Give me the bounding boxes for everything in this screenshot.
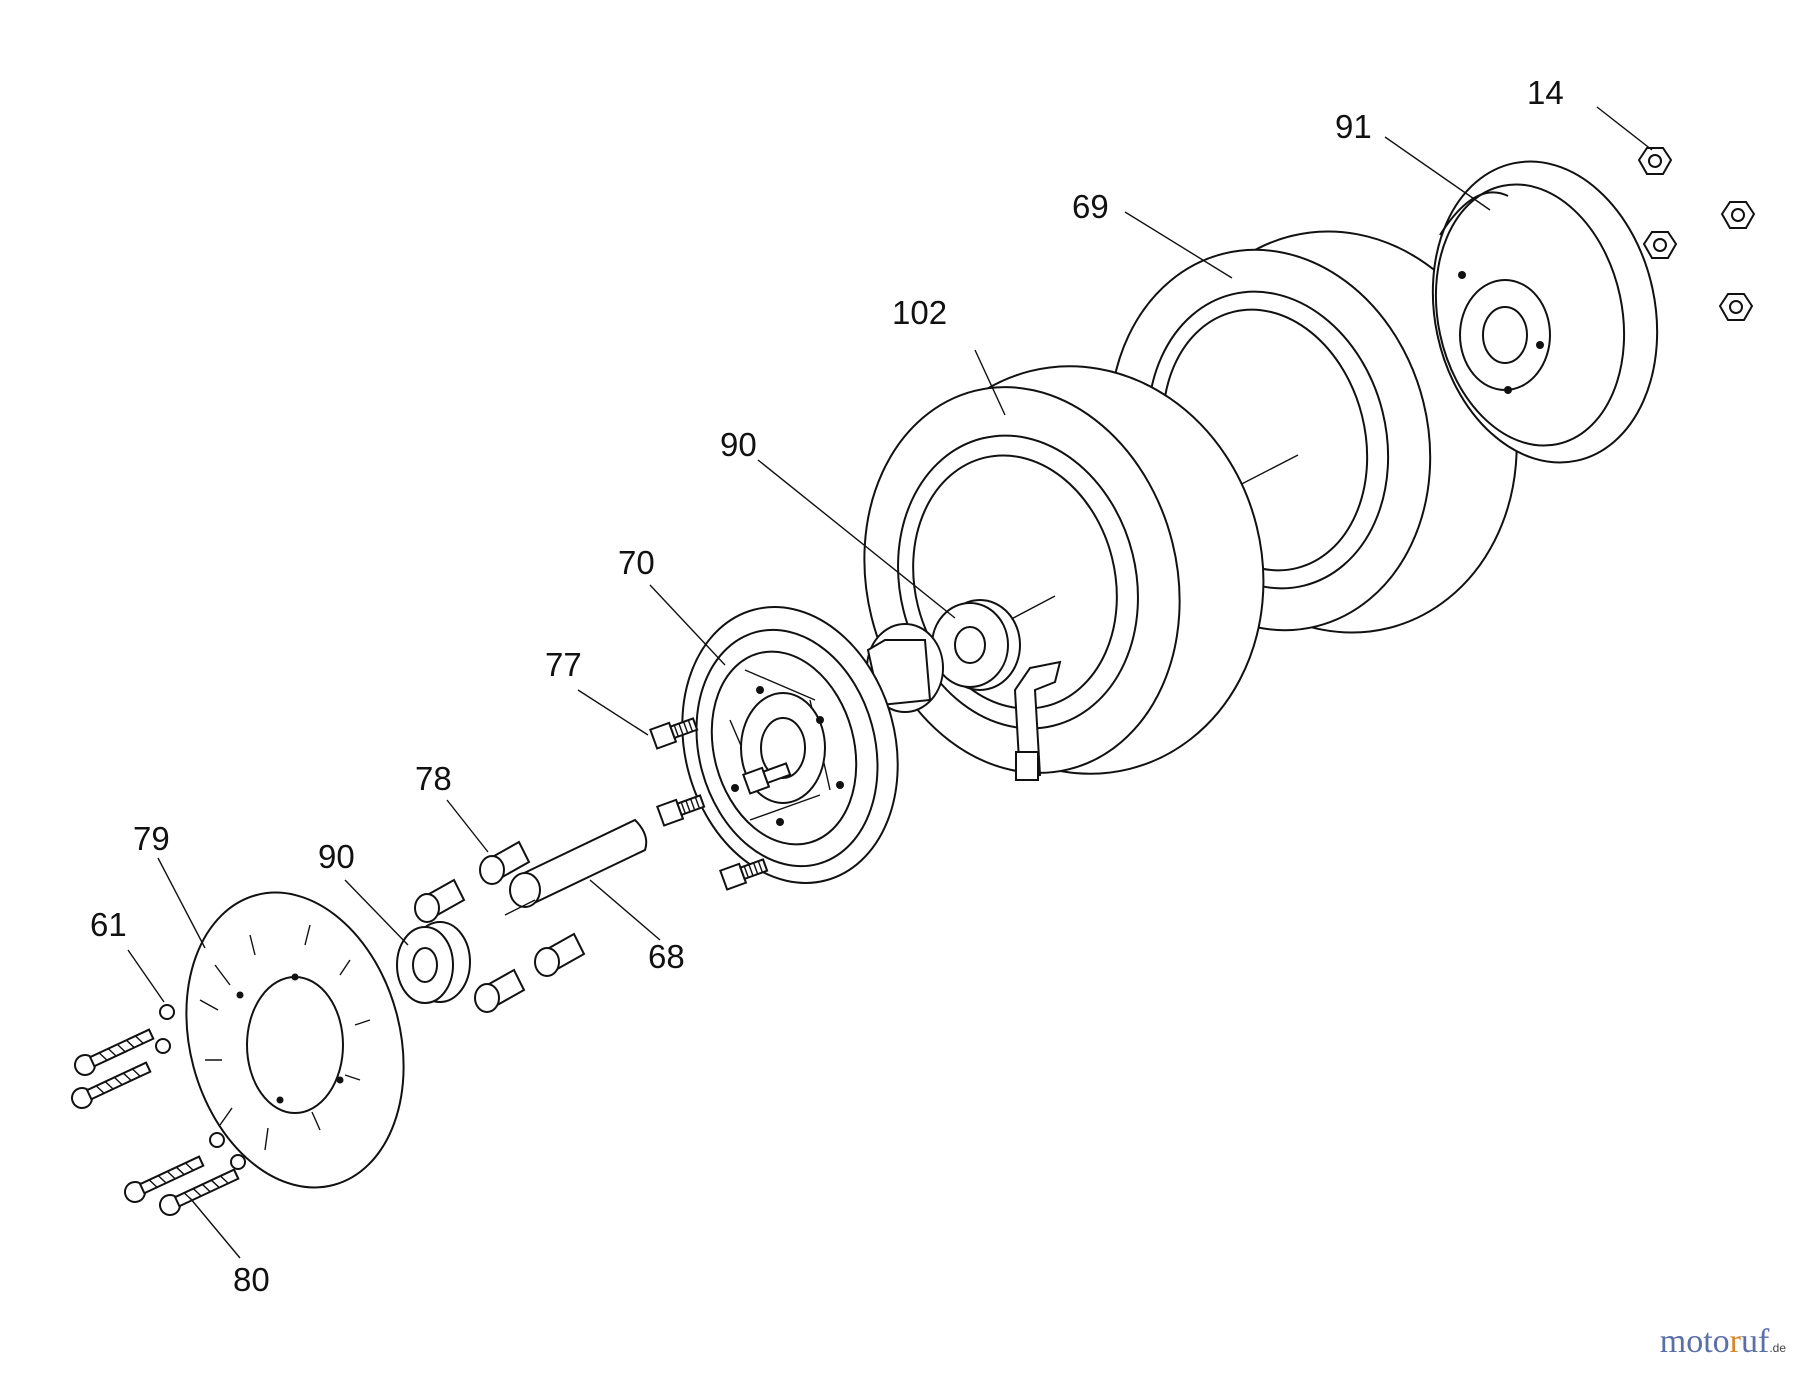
label-part-61: 61 — [90, 906, 127, 943]
part-90-bearing-upper — [931, 599, 1021, 691]
label-part-77: 77 — [545, 646, 582, 683]
label-part-90-upper: 90 — [720, 426, 757, 463]
label-part-78: 78 — [415, 760, 452, 797]
label-part-80: 80 — [233, 1261, 270, 1298]
part-78-spacers — [414, 840, 586, 1013]
label-part-14: 14 — [1527, 74, 1564, 111]
watermark-tld: .de — [1769, 1341, 1786, 1355]
part-77-bolts — [649, 717, 792, 891]
label-part-69: 69 — [1072, 188, 1109, 225]
watermark-logo: motoruf.de — [1660, 1325, 1786, 1359]
label-part-79: 79 — [133, 820, 170, 857]
watermark-text-1: moto — [1659, 1323, 1730, 1360]
part-68-axle-tube — [504, 818, 648, 916]
part-90-bearing-lower — [396, 921, 471, 1004]
part-80-screws — [71, 1028, 240, 1216]
part-70-hub — [681, 606, 944, 884]
label-part-68: 68 — [648, 938, 685, 975]
part-14-nuts — [1637, 147, 1756, 321]
watermark-text-2: r — [1729, 1323, 1741, 1360]
watermark-text-3: uf — [1740, 1323, 1770, 1360]
label-part-91: 91 — [1335, 108, 1372, 145]
part-91-rim-half — [1431, 160, 1659, 464]
part-79-brake-disc — [185, 891, 405, 1189]
leader-lines — [127, 106, 1653, 1259]
part-61-washers — [155, 1004, 246, 1170]
label-part-70: 70 — [618, 544, 655, 581]
label-part-102: 102 — [892, 294, 948, 331]
label-part-90-lower: 90 — [318, 838, 355, 875]
